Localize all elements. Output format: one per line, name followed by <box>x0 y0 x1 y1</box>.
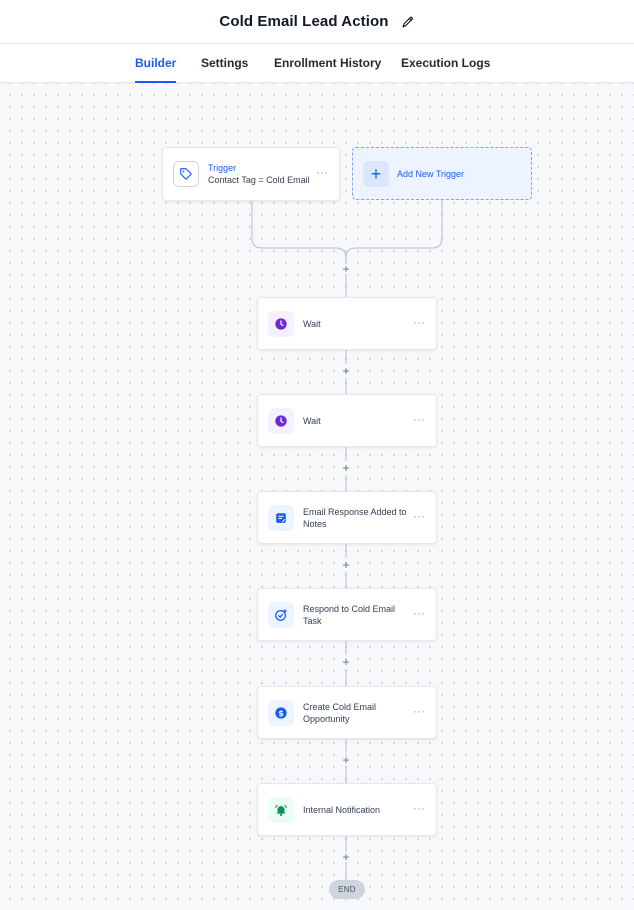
notes-icon <box>268 504 294 531</box>
svg-text:$: $ <box>278 708 283 717</box>
more-options-icon[interactable]: ··· <box>413 314 425 329</box>
tab-enrollment-history[interactable]: Enrollment History <box>274 56 382 70</box>
add-trigger-label: Add New Trigger <box>397 168 465 179</box>
more-options-icon[interactable]: ··· <box>413 508 425 523</box>
add-step-button[interactable]: + <box>342 655 350 669</box>
trigger-node[interactable]: Trigger Contact Tag = Cold Email ··· <box>162 147 340 201</box>
clock-icon <box>268 310 294 337</box>
more-options-icon[interactable]: ··· <box>413 605 425 620</box>
bell-icon <box>268 796 294 823</box>
tab-settings[interactable]: Settings <box>201 56 249 70</box>
dollar-icon: $ <box>268 699 294 726</box>
action-label: Email Response Added to Notes <box>303 506 407 529</box>
action-label: Wait <box>303 318 321 329</box>
add-step-button[interactable]: + <box>342 558 350 572</box>
action-node-add-note[interactable]: Email Response Added to Notes ··· <box>257 491 437 544</box>
tag-icon <box>173 161 199 187</box>
task-check-icon <box>268 601 294 628</box>
action-node-notification[interactable]: Internal Notification ··· <box>257 783 437 836</box>
action-label: Create Cold Email Opportunity <box>303 701 377 724</box>
add-step-button[interactable]: + <box>342 850 350 864</box>
add-step-button[interactable]: + <box>342 753 350 767</box>
tab-builder[interactable]: Builder <box>135 44 177 83</box>
trigger-title: Trigger <box>208 163 237 173</box>
action-label: Internal Notification <box>303 804 381 815</box>
pencil-edit-icon[interactable] <box>401 15 415 29</box>
trigger-condition: Contact Tag = Cold Email <box>208 175 310 185</box>
plus-icon: + <box>363 160 389 187</box>
action-node-opportunity[interactable]: $ Create Cold Email Opportunity ··· <box>257 686 437 739</box>
trigger-more-options-icon[interactable]: ··· <box>316 165 328 179</box>
action-label: Respond to Cold Email Task <box>303 603 396 626</box>
tab-execution-logs[interactable]: Execution Logs <box>401 56 491 70</box>
action-node-wait[interactable]: Wait ··· <box>257 394 437 447</box>
add-step-button[interactable]: + <box>342 364 350 378</box>
more-options-icon[interactable]: ··· <box>413 703 425 718</box>
more-options-icon[interactable]: ··· <box>413 411 425 426</box>
clock-icon <box>268 407 294 434</box>
more-options-icon[interactable]: ··· <box>413 800 425 815</box>
add-new-trigger-button[interactable]: + Add New Trigger <box>352 147 532 200</box>
tab-bar: Builder Settings Enrollment History Exec… <box>0 44 634 83</box>
action-node-wait[interactable]: Wait ··· <box>257 297 437 350</box>
add-step-button[interactable]: + <box>342 262 350 276</box>
action-node-task[interactable]: Respond to Cold Email Task ··· <box>257 588 437 641</box>
action-label: Wait <box>303 415 321 426</box>
end-marker: END <box>329 880 365 899</box>
add-step-button[interactable]: + <box>342 461 350 475</box>
workflow-title: Cold Email Lead Action <box>219 13 389 30</box>
workflow-header: Cold Email Lead Action <box>0 0 634 44</box>
